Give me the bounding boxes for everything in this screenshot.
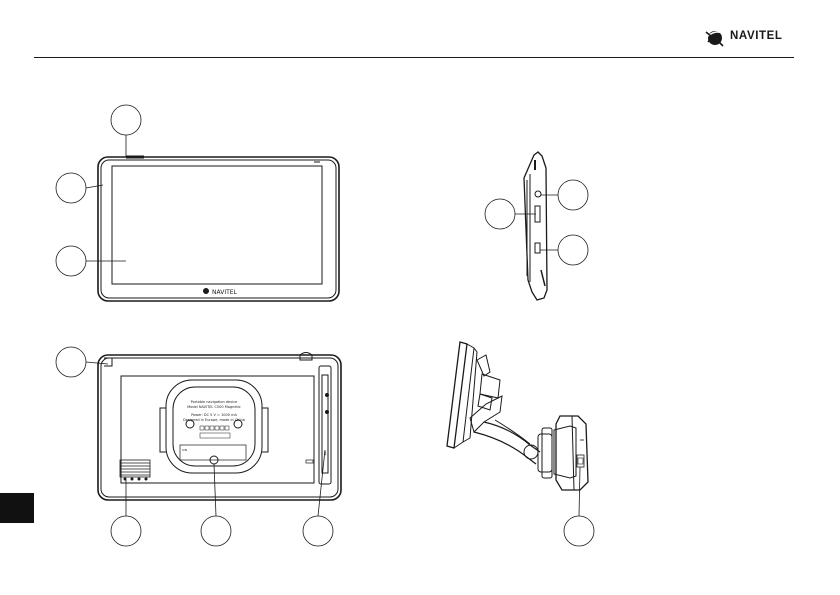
device-side-view	[523, 151, 548, 301]
callout-5	[557, 179, 589, 211]
callouts	[55, 104, 595, 547]
back-label-line-4: Designed in Europe, made in China	[183, 418, 245, 422]
callout-1	[110, 104, 142, 136]
back-label-line-1: Portable navigation device	[191, 400, 238, 404]
mount-plate: S/N Portable navigation device Model NAV…	[159, 379, 269, 474]
back-label-line-3: Power: DC 5 V = 1000 mA	[191, 413, 237, 417]
back-label-line-2: Model NAVITEL C500 Magnetic	[187, 405, 241, 409]
svg-text:↕: ↕	[323, 451, 327, 457]
callout-6	[557, 234, 589, 266]
callout-8	[110, 515, 142, 547]
callout-2	[55, 172, 87, 204]
suction-mount	[446, 341, 589, 491]
callout-7	[55, 346, 87, 378]
device-front-view: NAVITEL	[97, 155, 340, 302]
navitel-globe-icon	[705, 31, 724, 47]
callout-3	[55, 245, 87, 277]
svg-text:S/N: S/N	[182, 448, 187, 452]
header-rule	[34, 57, 794, 58]
speaker-grill	[119, 459, 151, 478]
callout-10	[302, 515, 334, 547]
device-back-view: ↕	[97, 352, 342, 501]
front-logo: NAVITEL	[203, 288, 238, 296]
front-brand-label: NAVITEL	[212, 289, 238, 296]
callout-9	[200, 515, 232, 547]
callout-4	[484, 198, 516, 230]
navitel-logo: NAVITEL	[704, 25, 800, 51]
side-page-tab	[0, 493, 34, 523]
callout-11	[563, 515, 595, 547]
brand-name: NAVITEL	[730, 30, 783, 42]
